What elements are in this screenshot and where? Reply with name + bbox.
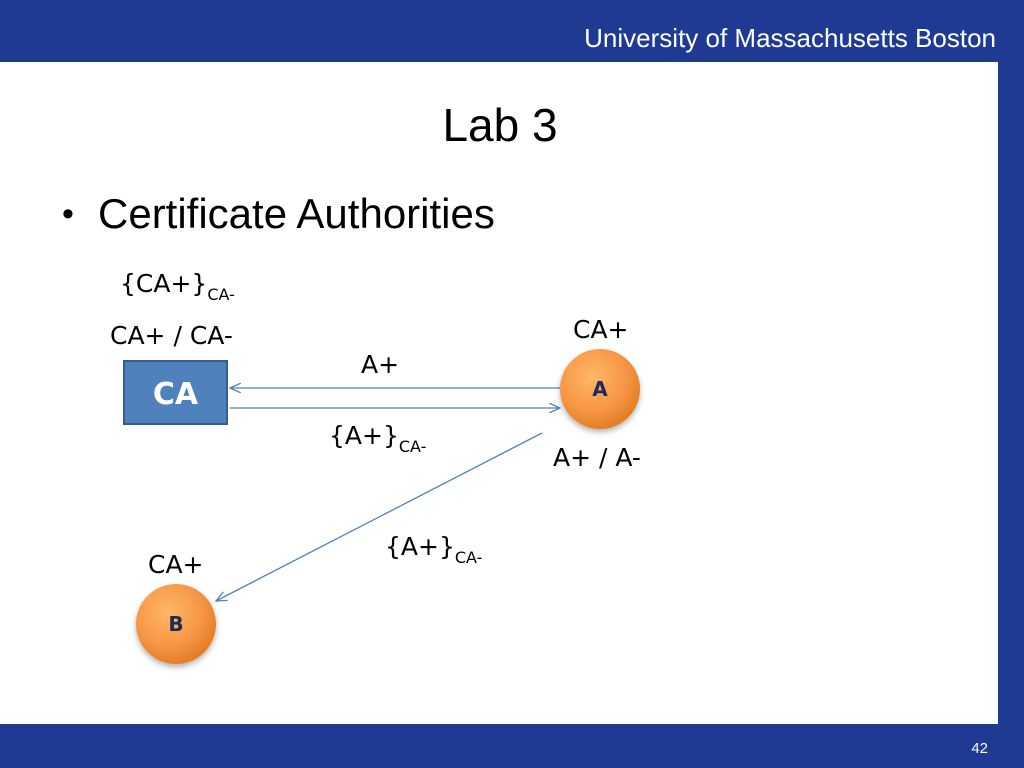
ca-box-label: CA bbox=[153, 377, 199, 412]
node-a bbox=[560, 349, 640, 429]
bullet-text: Certificate Authorities bbox=[98, 190, 495, 237]
edge-label-a-to-b: {A+}CA- bbox=[385, 532, 482, 567]
ca-signed-key-label: {CA+}CA- bbox=[120, 269, 235, 304]
arrow-a-to-b bbox=[216, 432, 543, 601]
node-b bbox=[136, 584, 216, 664]
edge-label-a-plus: A+ bbox=[361, 350, 399, 379]
node-a-label: A bbox=[592, 377, 608, 401]
institution-name: University of Massachusetts Boston bbox=[584, 23, 996, 53]
node-a-keypair: A+ / A- bbox=[553, 443, 641, 472]
node-b-known-key: CA+ bbox=[148, 550, 204, 579]
ca-keypair-label: CA+ / CA- bbox=[110, 321, 233, 350]
edge-label-signed-a-plus: {A+}CA- bbox=[329, 421, 426, 456]
node-a-known-key: CA+ bbox=[573, 315, 629, 344]
slide-title: Lab 3 bbox=[442, 99, 558, 151]
bullet-dot-icon: • bbox=[62, 194, 74, 233]
footer-bar: 42 bbox=[0, 724, 1024, 768]
bullet-item: • Certificate Authorities bbox=[62, 190, 495, 238]
ca-box bbox=[123, 360, 228, 425]
page-number: 42 bbox=[971, 740, 988, 757]
header-bar: University of Massachusetts Boston bbox=[0, 0, 1024, 62]
node-b-label: B bbox=[168, 612, 183, 636]
